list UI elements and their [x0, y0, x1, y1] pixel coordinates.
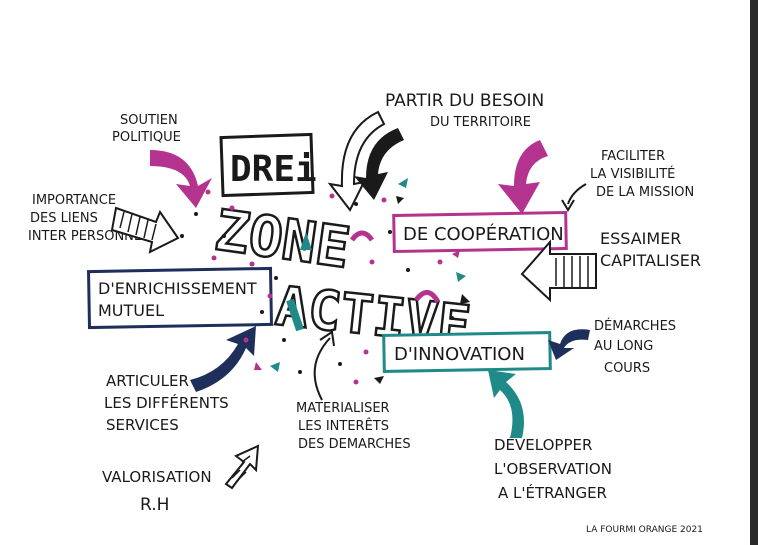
valorisation-line-2: R.H [140, 495, 169, 515]
enrichissement-label-2: MUTUEL [98, 301, 164, 320]
arrow-cooperation-icon [498, 140, 548, 214]
partir-line-2: DU TERRITOIRE [430, 115, 531, 130]
arrow-materialiser-icon [313, 337, 331, 401]
accent-teal-bar [286, 298, 304, 332]
essaimer-line-2: CAPITALISER [600, 251, 701, 270]
demarches-line-2: AU LONG [594, 339, 653, 354]
enrichissement-label-1: D'ENRICHISSEMENT [98, 279, 257, 298]
cooperation-box: DE COOPÉRATION [392, 210, 568, 254]
arrow-essaimer-icon [520, 239, 597, 303]
demarches-line-1: DÉMARCHES [594, 318, 676, 334]
arrow-developper-icon [488, 370, 524, 438]
arrow-partir-solid-icon [354, 128, 404, 200]
innovation-box: D'INNOVATION [382, 331, 552, 373]
signature: LA FOURMI ORANGE 2021 [586, 525, 703, 535]
faciliter-line-1: FACILITER [601, 149, 665, 164]
drei-label: DREi [230, 149, 317, 190]
partir-line-1: PARTIR DU BESOIN [385, 91, 544, 111]
valorisation-line-1: VALORISATION [102, 468, 212, 486]
confetti [180, 178, 470, 385]
accent-magenta-stroke-2 [414, 290, 441, 304]
faciliter-line-3: DE LA MISSION [596, 185, 694, 200]
arrow-demarches-icon [548, 329, 590, 360]
articuler-line-1: ARTICULER [106, 372, 189, 390]
developper-line-1: DÉVELOPPER [494, 435, 592, 454]
arrow-soutien-icon [150, 150, 212, 208]
drei-box: DREi [219, 132, 317, 198]
arrow-faciliter-icon [567, 183, 587, 205]
materialiser-line-2: LES INTERÊTS [298, 418, 389, 434]
innovation-label: D'INNOVATION [394, 344, 525, 365]
materialiser-line-3: DES DEMARCHES [298, 437, 411, 452]
soutien-line-2: POLITIQUE [112, 130, 181, 145]
cooperation-label: DE COOPÉRATION [403, 223, 564, 245]
materialiser-line-1: MATERIALISER [296, 401, 390, 416]
sheet-edge [750, 0, 758, 545]
arrow-partir-outline-icon [327, 110, 386, 212]
enrichissement-box: D'ENRICHISSEMENT MUTUEL [86, 266, 274, 330]
developper-line-2: L'OBSERVATION [494, 460, 612, 478]
arrow-valorisation-icon [224, 444, 260, 490]
arrow-importance-icon [110, 206, 180, 254]
soutien-line-1: SOUTIEN [120, 113, 178, 128]
accent-teal-triangle [300, 232, 312, 250]
articuler-line-3: SERVICES [106, 416, 179, 434]
importance-line-2: DES LIENS [30, 211, 98, 226]
developper-line-3: A L'ÉTRANGER [498, 483, 607, 502]
essaimer-line-1: ESSAIMER [600, 229, 681, 248]
arrow-articuler-icon [190, 326, 256, 392]
accent-magenta-stroke [349, 230, 375, 242]
articuler-line-2: LES DIFFÉRENTS [104, 393, 229, 412]
faciliter-line-2: LA VISIBILITÉ [590, 166, 675, 182]
importance-line-1: IMPORTANCE [32, 193, 116, 208]
demarches-line-3: COURS [604, 361, 650, 376]
